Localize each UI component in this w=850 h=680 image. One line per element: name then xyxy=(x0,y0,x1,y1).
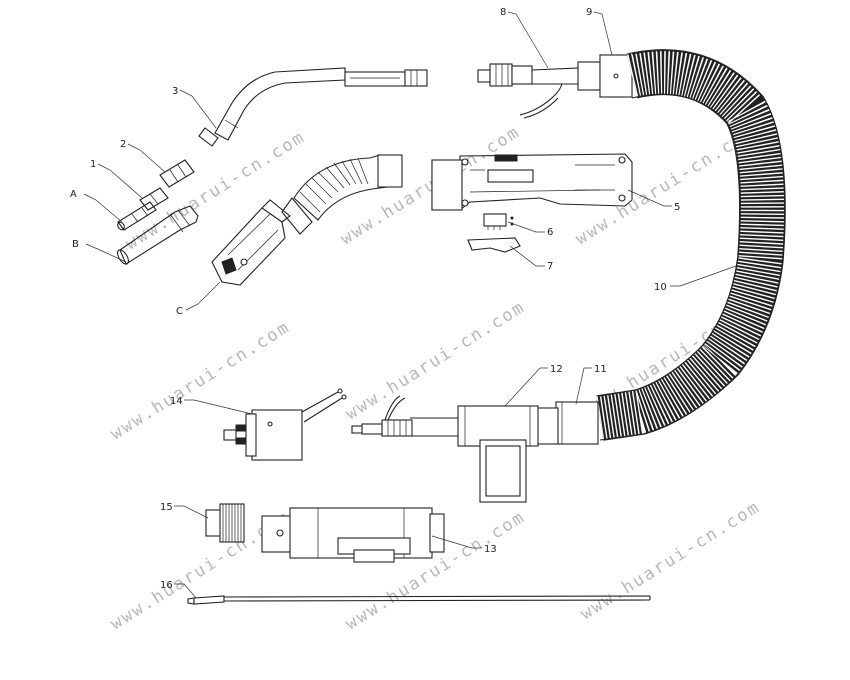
label-part-16: 16 xyxy=(160,580,173,591)
label-part-8: 8 xyxy=(500,7,506,18)
label-c: C xyxy=(176,306,183,317)
part-8-cable-connector xyxy=(477,63,581,119)
part-12-rear-connector xyxy=(351,395,539,503)
label-part-12: 12 xyxy=(550,364,563,375)
label-a: A xyxy=(70,189,77,200)
part-7-trigger xyxy=(467,237,521,253)
part-6-trigger-switch xyxy=(483,213,514,230)
watermark-text: www.huarui-cn.com xyxy=(342,297,529,424)
label-part-3: 3 xyxy=(172,86,178,97)
part-15-knurled-nut xyxy=(205,503,245,543)
label-part-1: 1 xyxy=(90,159,96,170)
part-c-handle-front xyxy=(211,199,291,286)
label-part-9: 9 xyxy=(586,7,592,18)
part-labels: A B C 1 2 3 5 6 7 8 9 10 11 12 13 14 15 … xyxy=(70,7,680,591)
label-part-14: 14 xyxy=(170,396,183,407)
watermark-text: www.huarui-cn.com xyxy=(572,122,759,249)
watermark-text: www.huarui-cn.com xyxy=(122,127,309,254)
part-11-support-ring xyxy=(535,401,599,445)
label-part-11: 11 xyxy=(594,364,607,375)
label-part-2: 2 xyxy=(120,139,126,150)
label-part-5: 5 xyxy=(674,202,680,213)
label-part-15: 15 xyxy=(160,502,173,513)
part-10-corrugated-hose xyxy=(596,49,786,441)
part-16-liner xyxy=(187,595,651,605)
label-part-13: 13 xyxy=(484,544,497,555)
part-2-diffuser xyxy=(159,159,195,188)
part-1-tip-holder xyxy=(139,187,169,211)
leader-lines xyxy=(83,11,737,599)
part-13-adapter-housing xyxy=(261,507,445,563)
watermark-text: www.huarui-cn.com xyxy=(577,497,764,624)
part-14-plug-connector xyxy=(223,388,347,461)
watermark-text: www.huarui-cn.com xyxy=(337,122,524,249)
flex-neck-bellows xyxy=(281,154,403,235)
label-part-7: 7 xyxy=(547,261,553,272)
part-5-handle-body xyxy=(431,153,633,211)
part-a-contact-tip xyxy=(117,201,157,231)
label-part-6: 6 xyxy=(547,227,553,238)
part-3-gooseneck xyxy=(198,67,428,147)
part-9-cable-sleeve xyxy=(577,54,633,98)
label-b: B xyxy=(72,239,79,250)
label-part-10: 10 xyxy=(654,282,667,293)
